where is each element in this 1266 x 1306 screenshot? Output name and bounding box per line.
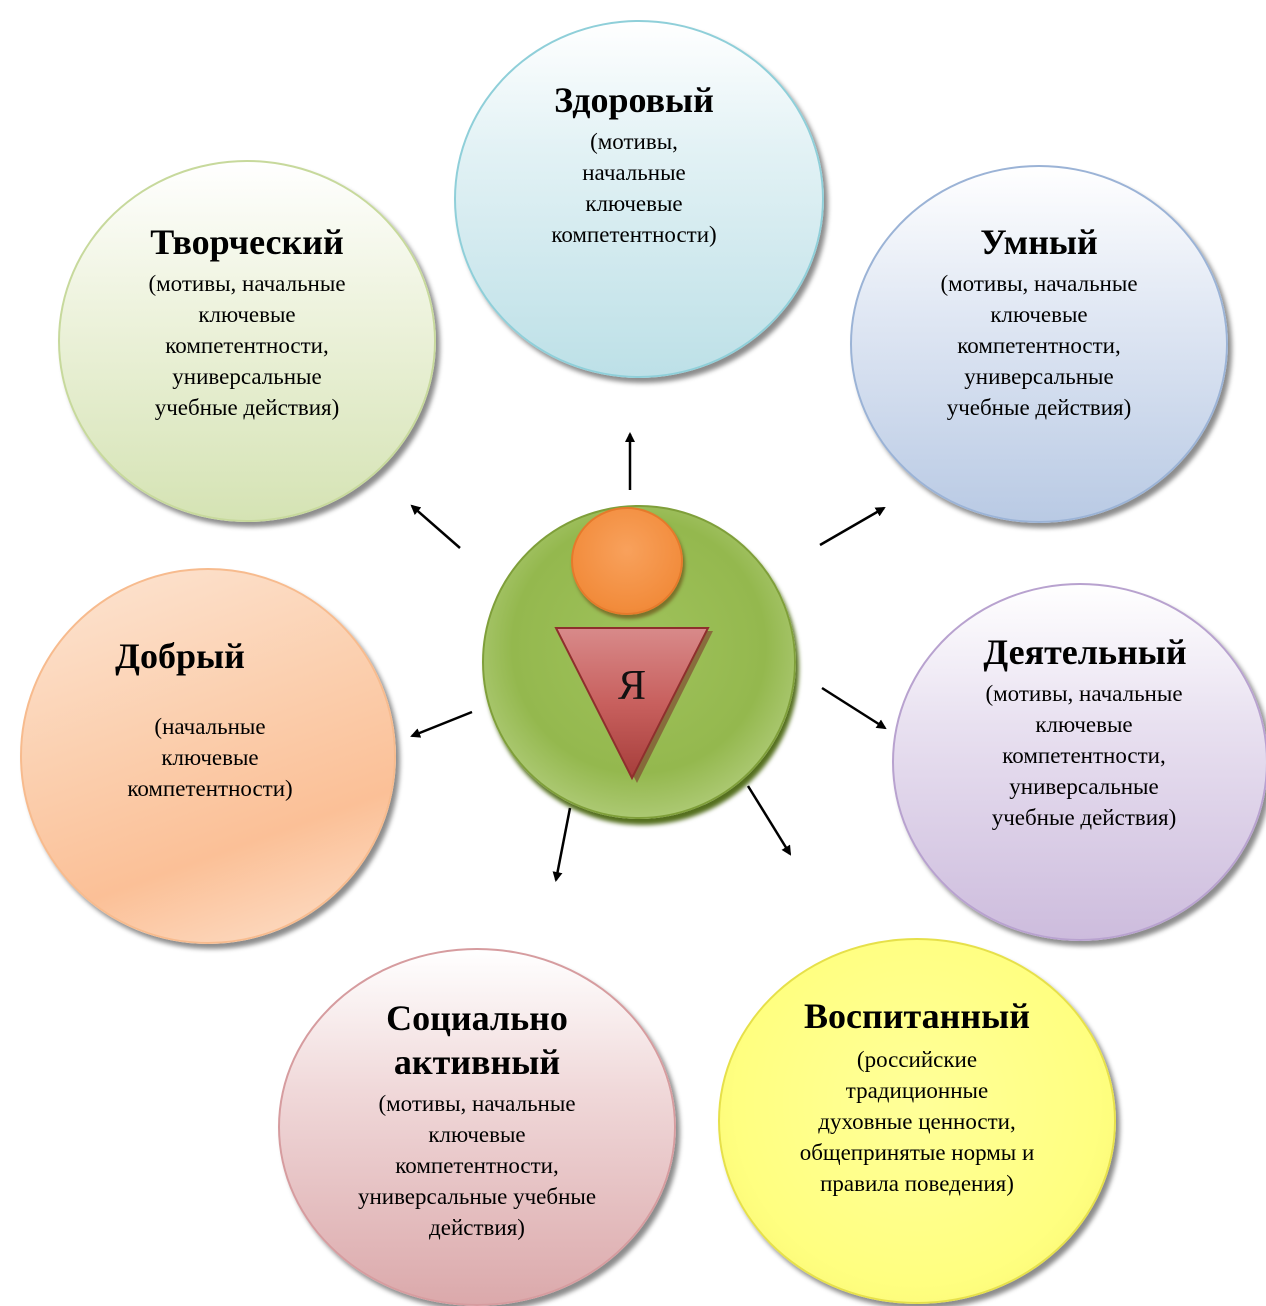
person-body-icon xyxy=(554,627,713,783)
node-zdorovy-title: Здоровый xyxy=(554,80,714,120)
node-socialno xyxy=(278,948,676,1306)
node-socialno-title: Социально активный xyxy=(386,998,568,1082)
arrow-to-tvorchesky xyxy=(410,504,461,549)
node-deyatelny-title: Деятельный xyxy=(983,632,1187,672)
center-label: Я xyxy=(617,663,646,709)
person-head-icon xyxy=(571,507,683,615)
arrow-to-umny xyxy=(819,506,886,547)
node-dobry-title: Добрый xyxy=(115,636,245,676)
arrow-to-dobry xyxy=(410,710,473,738)
node-deyatelny-description: (мотивы, начальные ключевые компетентнос… xyxy=(985,681,1183,830)
node-deyatelny xyxy=(892,583,1266,941)
node-dobry-text-title: Добрый xyxy=(20,636,340,676)
node-vospitanny xyxy=(718,938,1116,1304)
node-socialno-text: Социально активный (мотивы, начальные кл… xyxy=(278,996,676,1243)
node-deyatelny-text: Деятельный (мотивы, начальные ключевые к… xyxy=(892,632,1266,833)
node-tvorchesky-description: (мотивы, начальные ключевые компетентнос… xyxy=(148,271,346,420)
arrow-to-deyatelny xyxy=(821,686,887,730)
node-tvorchesky xyxy=(58,160,436,522)
node-zdorovy-description: (мотивы, начальные ключевые компетентнос… xyxy=(551,129,717,247)
node-zdorovy xyxy=(454,20,824,378)
node-dobry xyxy=(20,568,396,944)
node-umny xyxy=(850,165,1228,523)
node-vospitanny-description: (российские традиционные духовные ценнос… xyxy=(799,1047,1035,1196)
node-dobry-description: (начальные ключевые компетентности) xyxy=(127,714,293,801)
arrow-to-vospitanny xyxy=(746,785,792,856)
node-tvorchesky-text: Творческий (мотивы, начальные ключевые к… xyxy=(58,222,436,423)
arrow-to-socialno xyxy=(552,807,572,882)
node-umny-description: (мотивы, начальные ключевые компетентнос… xyxy=(940,271,1138,420)
node-socialno-description: (мотивы, начальные ключевые компетентнос… xyxy=(357,1091,597,1240)
node-tvorchesky-title: Творческий xyxy=(150,222,344,262)
node-vospitanny-title: Воспитанный xyxy=(804,996,1030,1036)
node-vospitanny-text: Воспитанный (российские традиционные дух… xyxy=(718,996,1116,1199)
node-umny-text: Умный (мотивы, начальные ключевые компет… xyxy=(850,222,1228,423)
node-dobry-text-desc: (начальные ключевые компетентности) xyxy=(60,711,360,804)
node-zdorovy-text: Здоровый (мотивы, начальные ключевые ком… xyxy=(454,80,814,250)
node-umny-title: Умный xyxy=(980,222,1098,262)
